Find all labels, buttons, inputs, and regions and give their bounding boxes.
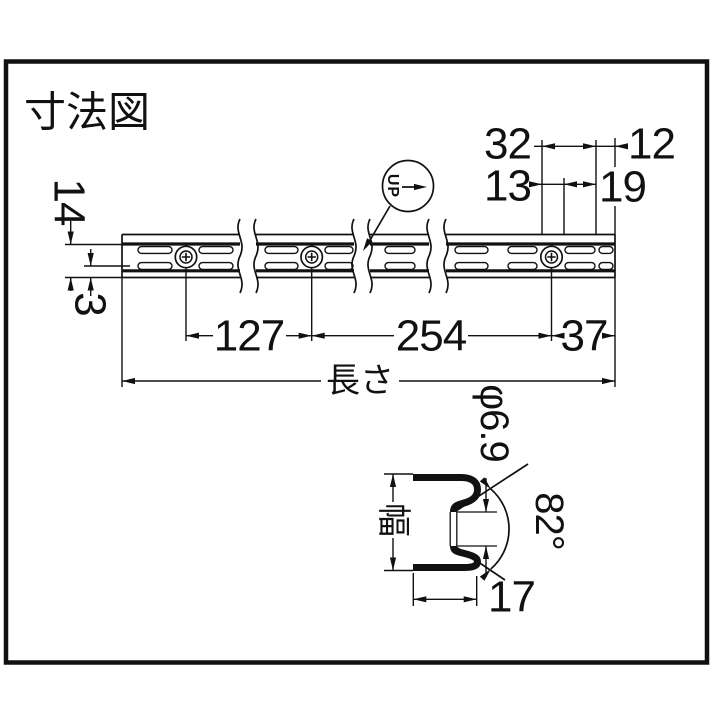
left-dimensions: 14 3 [45, 179, 130, 316]
dim-slot-length: 13 [484, 162, 531, 211]
up-arrow-head [414, 183, 427, 191]
section-profile [413, 474, 482, 571]
screw-holes [174, 245, 564, 269]
dim-hole-pitch-254: 254 [396, 312, 467, 361]
rail-front-view: UP [121, 159, 616, 294]
dim-end-gap: 12 [628, 120, 675, 169]
break-lines [237, 218, 449, 294]
dim-section-width: 幅 [374, 503, 412, 537]
slot-row-lower [137, 261, 614, 271]
dim-countersink-angle: 82° [527, 492, 571, 550]
dim-edge-offset: 3 [66, 292, 115, 315]
break-line [443, 218, 449, 294]
dim-slot-pitch: 32 [484, 120, 531, 169]
break-line [351, 218, 357, 294]
screw-hole [539, 245, 564, 269]
rail-outer-edges [121, 233, 616, 279]
rail-face-lines [122, 242, 615, 273]
dim-overall-length: 長さ [326, 362, 394, 400]
break-line [253, 218, 259, 294]
dim-end-offset-37: 37 [561, 312, 608, 361]
cross-section-view: 幅 φ6.9 82° 17 [374, 384, 571, 621]
dim-hole-pitch-127: 127 [214, 312, 284, 361]
up-direction-indicator: UP [363, 159, 435, 251]
countersink-lines [455, 463, 529, 581]
dim-hole-diameter: φ6.9 [472, 384, 516, 462]
screw-hole [300, 245, 324, 269]
slot-row-upper [137, 245, 614, 255]
border-frame [3, 59, 710, 665]
break-line [367, 218, 373, 294]
screw-hole [174, 245, 198, 269]
angle-arc [490, 488, 510, 570]
page-title: 寸法図 [24, 89, 150, 136]
dim-section-depth: 17 [488, 573, 535, 622]
dim-slot-spacing: 19 [599, 163, 646, 212]
break-line [426, 218, 432, 294]
section-hole-edges [449, 511, 497, 547]
bottom-dimensions: 127 254 37 長さ [121, 268, 616, 400]
top-right-dimensions: 32 12 13 19 [484, 120, 676, 235]
break-line [237, 218, 243, 294]
up-label: UP [384, 174, 401, 198]
dim-rail-height: 14 [45, 179, 94, 226]
up-leader-arrow-head [363, 238, 373, 251]
